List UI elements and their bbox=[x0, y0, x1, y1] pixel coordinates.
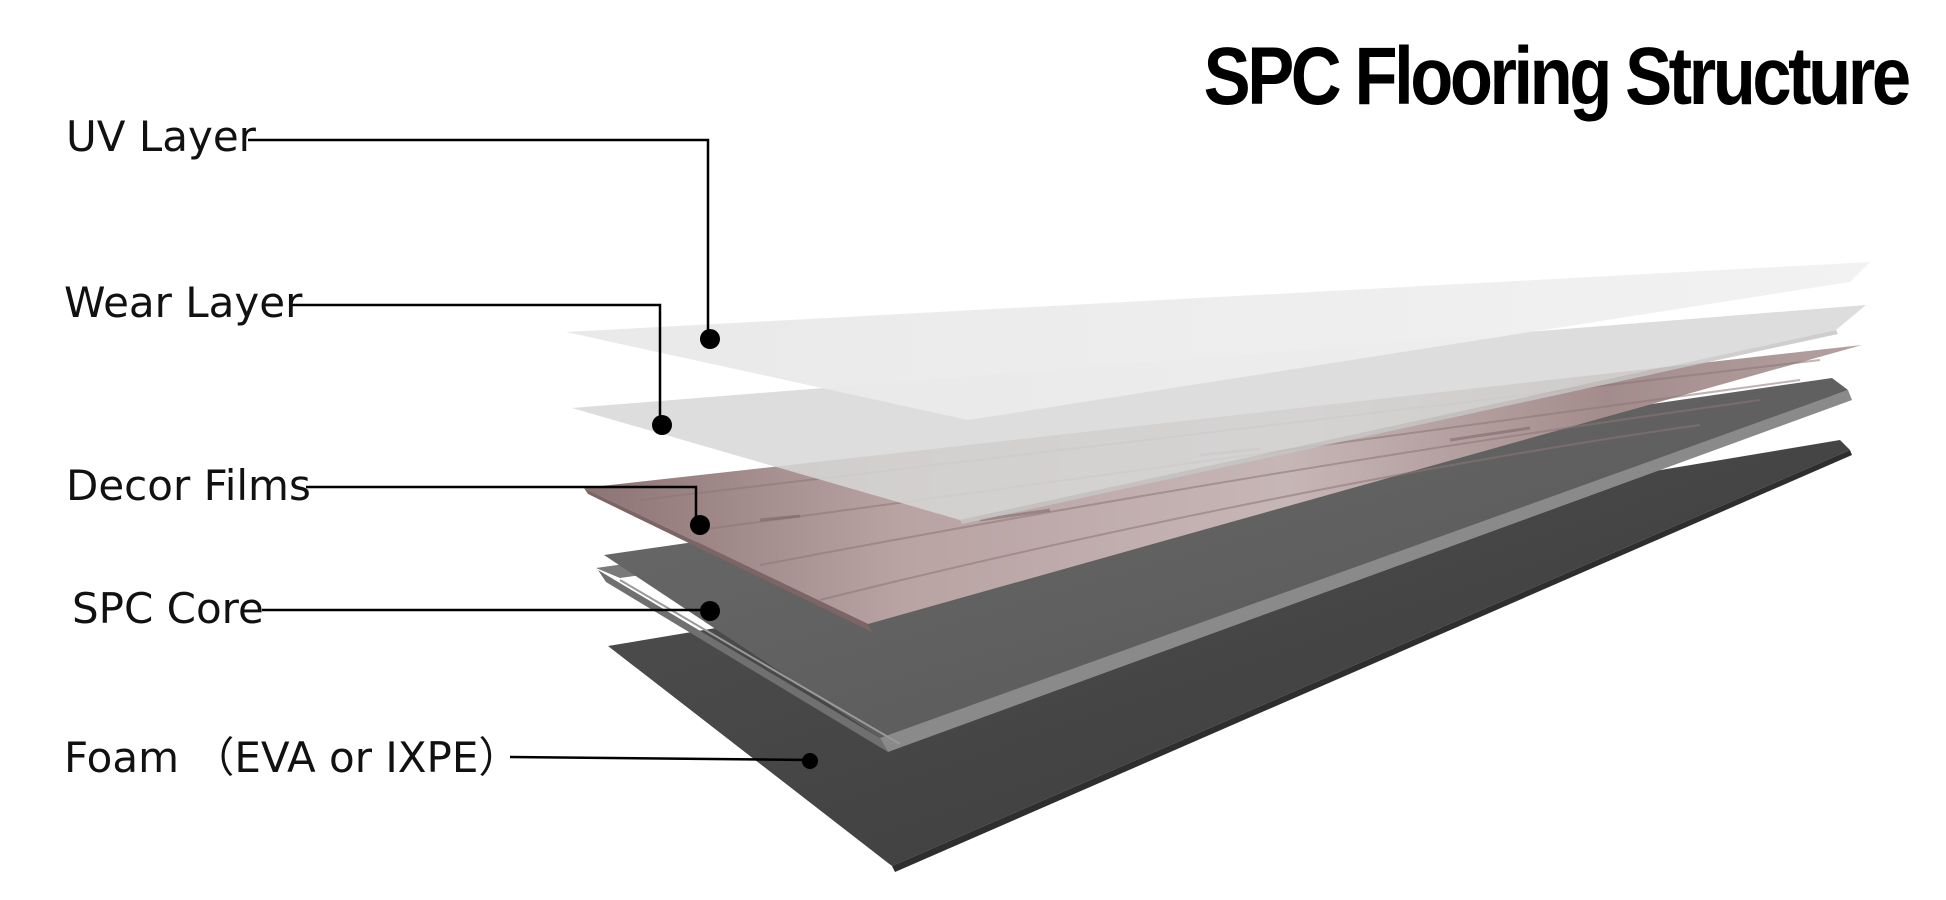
uv-leader-dot bbox=[700, 329, 720, 349]
foam-label: Foam （EVA or IXPE） bbox=[64, 733, 521, 782]
foam-layer bbox=[608, 440, 1852, 872]
wear-layer bbox=[572, 305, 1866, 524]
uv-layer-label: UV Layer bbox=[66, 112, 256, 161]
uv-layer bbox=[566, 262, 1870, 420]
wear-leader-line bbox=[290, 303, 662, 424]
spc-core-label: SPC Core bbox=[72, 584, 264, 633]
spc-leader-dot bbox=[700, 601, 720, 621]
wear-leader-dot bbox=[652, 415, 672, 435]
diagram-title: SPC Flooring Structure bbox=[1203, 31, 1911, 122]
leader-dots bbox=[652, 329, 818, 769]
decor-films-label: Decor Films bbox=[66, 461, 311, 510]
foam-leader-line bbox=[509, 755, 811, 762]
leader-lines bbox=[248, 138, 811, 762]
wear-layer-label: Wear Layer bbox=[64, 278, 303, 327]
decor-leader-dot bbox=[690, 515, 710, 535]
foam-leader-dot bbox=[802, 753, 818, 769]
uv-leader-line bbox=[248, 138, 710, 338]
decor-leader-line bbox=[306, 485, 698, 524]
